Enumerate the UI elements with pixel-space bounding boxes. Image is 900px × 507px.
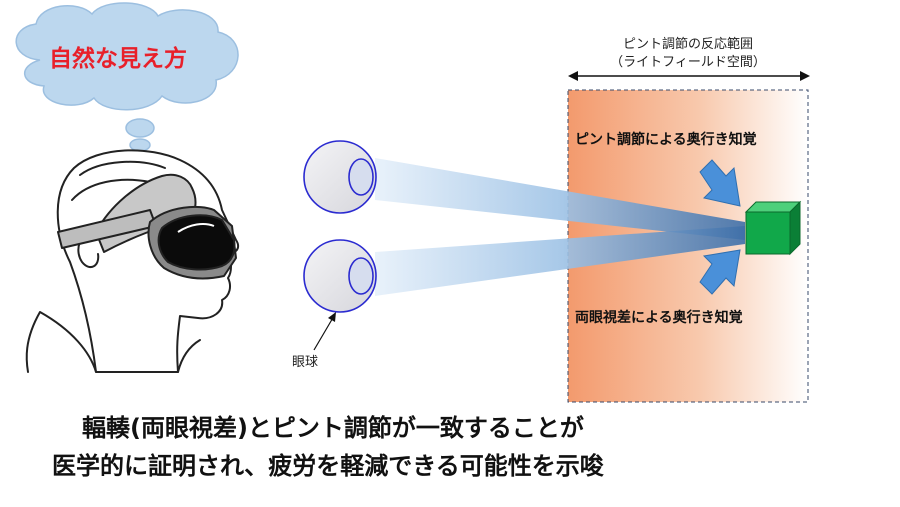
hair-line: [71, 178, 151, 201]
cube-side-face: [789, 200, 801, 256]
range-arrow-right-head: [800, 71, 810, 81]
eyeball-pointer-head: [328, 312, 336, 322]
eyeball-lens: [348, 257, 374, 295]
thought-bubble: 自然な見え方: [15, 2, 239, 163]
headset-visor: [157, 214, 236, 271]
collar: [25, 311, 97, 373]
lower-eye-beam: [375, 226, 745, 296]
sight-beams: [375, 158, 745, 296]
binocular-perception-label: 両眼視差による奥行き知覚: [575, 309, 743, 326]
conclusion-line-2: 医学的に証明され、疲労を軽減できる可能性を示唆: [52, 452, 605, 480]
upper-eye-beam: [375, 158, 745, 240]
thought-bubble-text: 自然な見え方: [49, 45, 187, 72]
thought-dot-medium: [129, 138, 151, 152]
focus-perception-label: ピント調節による奥行き知覚: [575, 131, 757, 148]
cube-front-face: [745, 211, 791, 255]
hair-line: [79, 160, 166, 176]
lower-eyeball: [303, 239, 377, 313]
range-label-line2: （ライトフィールド空間）: [610, 55, 766, 70]
object-cube: [744, 200, 802, 256]
binocular-arrow-icon: [699, 249, 741, 295]
headset-visor-highlight: [177, 223, 215, 233]
range-arrow-left-head: [568, 71, 578, 81]
eyeball-label: 眼球: [292, 355, 318, 370]
upper-eyeball: [303, 140, 377, 214]
vr-headset: [57, 173, 237, 280]
conclusion-line-1: 輻輳(両眼視差)とピント調節が一致することが: [82, 414, 584, 442]
eyeball-pointer-line: [313, 315, 335, 351]
focus-arrow-icon: [699, 159, 741, 207]
range-label-line1: ピント調節の反応範囲: [623, 37, 753, 52]
thought-cloud: [15, 2, 239, 111]
collar: [177, 339, 201, 373]
thought-dot-large: [125, 118, 155, 138]
eyeball-callout: 眼球: [292, 312, 336, 370]
eyeball-lens: [348, 158, 374, 196]
